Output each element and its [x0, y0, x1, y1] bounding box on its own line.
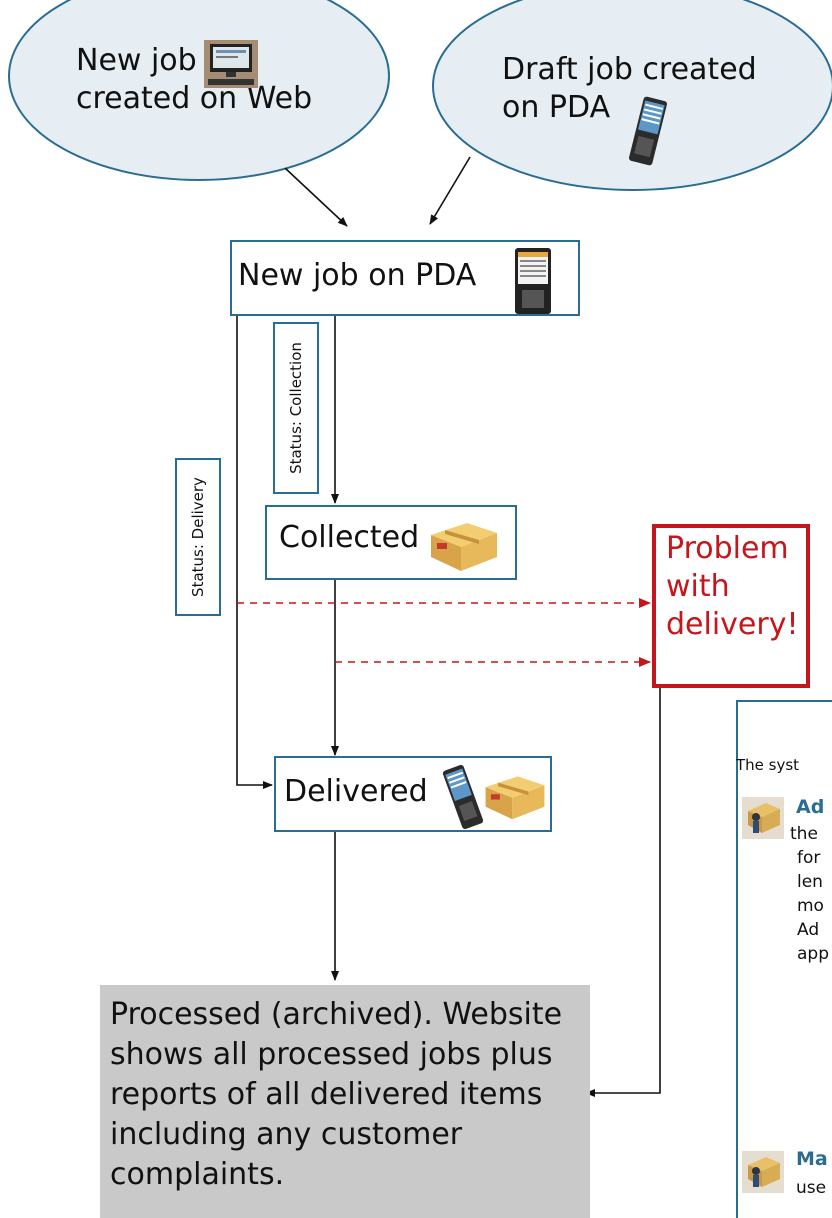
node-collected: Collected [265, 505, 517, 580]
role-admin-title: Ad [796, 796, 825, 818]
manager-avatar-icon [742, 1151, 784, 1193]
problem-line1: Problem [666, 531, 789, 566]
arrow-pda-to-newjob [429, 156, 471, 225]
collected-label: Collected [279, 520, 420, 555]
pda-start-node-text: Draft job created on PDA [502, 51, 757, 127]
admin-avatar-icon [742, 797, 784, 839]
node-new-job-on-pda: New job on PDA [230, 240, 580, 316]
web-start-node-text: New job created on Web [76, 42, 312, 118]
processed-line2: shows all processed jobs plus [110, 1037, 553, 1072]
new-job-label: New job on PDA [238, 258, 477, 293]
panel-intro: The syst [736, 756, 800, 774]
admin-desc-line4: mo [797, 896, 824, 916]
user-roles-panel [736, 700, 832, 1218]
pda-phone-icon [442, 764, 484, 830]
admin-desc-line2: for [797, 848, 821, 868]
status-delivery-label: Status: Delivery [175, 458, 221, 616]
arrow-problem-to-processed [585, 686, 661, 1097]
pda-line2: on PDA [502, 90, 611, 125]
delivered-label: Delivered [284, 774, 428, 809]
admin-desc-line1: the [790, 824, 818, 844]
pda-phone-icon [624, 96, 672, 166]
ellipse-web [8, 0, 390, 181]
processed-line5: complaints. [110, 1157, 285, 1192]
problem-line3: delivery! [666, 607, 799, 642]
node-delivered: Delivered [274, 756, 552, 832]
admin-desc-line3: len [797, 872, 823, 892]
status-collection-label: Status: Collection [273, 322, 319, 494]
status-collection-text: Status: Collection [287, 342, 305, 474]
admin-desc-line6: app [797, 944, 829, 964]
arrow-newjob-to-delivered [236, 316, 273, 789]
parcel-icon [427, 517, 501, 573]
node-processed-archived: Processed (archived). Website shows all … [100, 985, 590, 1218]
status-delivery-text: Status: Delivery [189, 477, 207, 597]
role-admin-desc: the for len mo Ad app [790, 822, 832, 966]
web-line2: created on Web [76, 81, 313, 116]
node-problem-with-delivery: Problem with delivery! [652, 524, 810, 688]
pda-line1: Draft job created [502, 52, 757, 87]
role-manager-title: Ma [796, 1148, 828, 1170]
arrow-web-to-newjob [284, 167, 348, 227]
role-manager-desc: use [796, 1178, 827, 1198]
processed-line3: reports of all delivered items [110, 1077, 543, 1112]
web-line1: New job [76, 43, 197, 78]
ellipse-pda [432, 0, 832, 191]
problem-line2: with [666, 569, 730, 604]
admin-desc-line5: Ad [797, 920, 820, 940]
pda-screen-icon [513, 248, 553, 314]
processed-line1: Processed (archived). Website [110, 997, 563, 1032]
processed-line4: including any customer [110, 1117, 463, 1152]
desktop-computer-icon [204, 40, 258, 88]
parcel-icon [482, 770, 548, 822]
